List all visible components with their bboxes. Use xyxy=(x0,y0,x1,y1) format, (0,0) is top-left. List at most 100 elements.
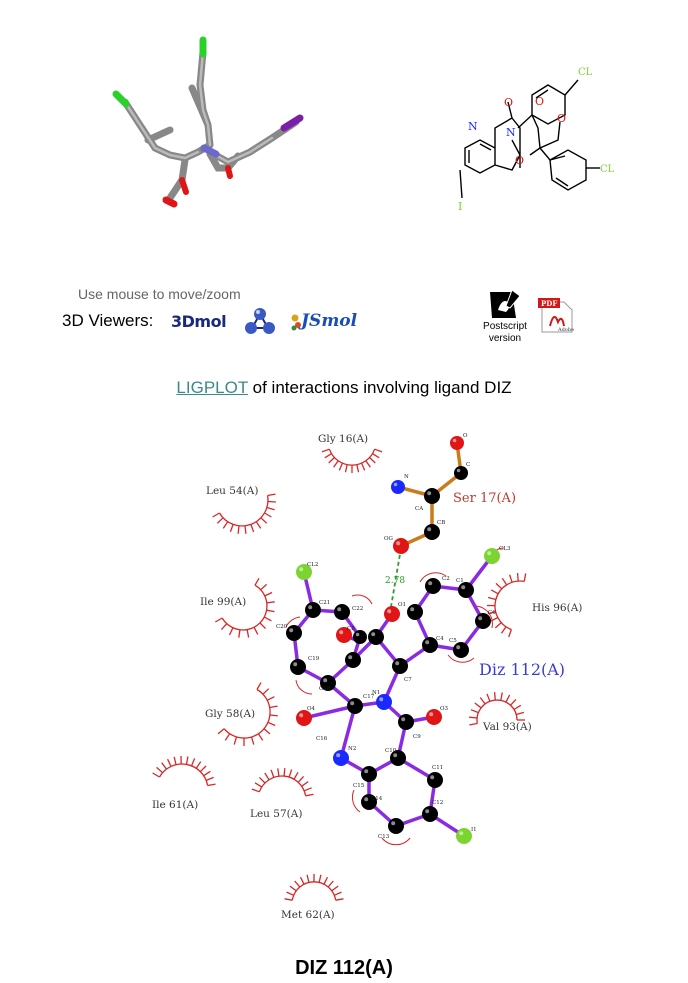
hydrophobic-spoke xyxy=(254,782,263,788)
jsmol-logo-icon xyxy=(291,314,301,331)
hydrophobic-spoke xyxy=(356,464,360,473)
postscript-label[interactable]: Postscript version xyxy=(478,321,532,345)
atom-label-o3: O3 xyxy=(440,706,449,712)
atom-label-og: OG xyxy=(384,536,393,542)
hydrophobic-spoke xyxy=(374,448,383,453)
atom-highlight-c8 xyxy=(339,630,344,635)
atom-label-c10: C10 xyxy=(385,748,397,754)
hydrophobic-spoke xyxy=(510,698,517,706)
hydrophobic-spoke xyxy=(294,880,301,888)
viewer-3dmol-link[interactable]: 3Dmol xyxy=(171,312,227,331)
atom-label-cl3: CL3 xyxy=(499,546,511,552)
hydrophobic-spoke xyxy=(303,787,312,792)
ligand-caption: DIZ 112(A) xyxy=(295,957,393,979)
hydrophobic-spoke xyxy=(474,702,482,709)
hydrophobic-spoke xyxy=(523,573,527,582)
atom-o3: O xyxy=(557,112,566,125)
atom-c22 xyxy=(334,604,350,620)
hydrophobic-spoke xyxy=(490,589,499,595)
atom-highlight-o1 xyxy=(387,609,392,614)
rasmol-viewer-icon[interactable] xyxy=(244,306,276,336)
hydrophobic-spoke xyxy=(469,722,478,726)
atom-label-c17: C17 xyxy=(363,694,375,700)
hydrophobic-spoke xyxy=(327,880,334,888)
atom-c20 xyxy=(286,625,302,641)
atom-c-ser xyxy=(454,466,468,480)
pdf-icon[interactable]: PDF Adobe xyxy=(536,296,576,336)
atom-o1 xyxy=(384,606,400,622)
atom-highlight-c12 xyxy=(425,809,430,814)
atom-label-c2: C2 xyxy=(442,576,450,582)
hydrophobic-spoke xyxy=(501,577,508,586)
hydrophobic-spoke xyxy=(344,464,348,473)
atom-label-n1: N1 xyxy=(372,690,380,696)
atom-highlight-c2 xyxy=(428,581,433,586)
hydrophobic-spoke xyxy=(306,874,310,883)
atom-label-c19: C19 xyxy=(308,656,320,662)
ligplot-title: LIGPLOT of interactions involving ligand… xyxy=(0,378,688,398)
hydrophobic-spoke xyxy=(217,728,225,735)
hydrophobic-spoke xyxy=(505,694,511,703)
atom-label-c22: C22 xyxy=(352,606,363,612)
atom-highlight-c7 xyxy=(395,661,400,666)
atom-c15 xyxy=(361,766,377,782)
label-ile61: Ile 61(A) xyxy=(152,799,198,811)
ligplot-link[interactable]: LIGPLOT xyxy=(176,378,248,397)
atom-label-c18: C18 xyxy=(319,686,331,692)
hydrophobic-spoke xyxy=(324,453,332,459)
postscript-label-line1: Postscript xyxy=(483,321,527,332)
hydrophobic-spoke xyxy=(288,769,293,778)
atom-highlight-c22 xyxy=(337,607,342,612)
viewer-jsmol-link[interactable]: JSmol xyxy=(301,311,358,331)
hydrophobic-spoke xyxy=(493,692,496,701)
postscript-label-line2: version xyxy=(488,333,522,344)
atom-iodine: I xyxy=(458,200,462,213)
hydrophobic-spoke xyxy=(283,768,286,777)
hydrophobic-spoke xyxy=(260,517,268,524)
atom-highlight-c6 xyxy=(478,616,483,621)
hydrophobic-spoke xyxy=(205,776,214,782)
hydrophobic-spoke xyxy=(297,775,305,783)
hydrophobic-spoke xyxy=(212,512,220,518)
atom-highlight-c-ser xyxy=(456,468,461,473)
viewers-label: 3D Viewers: xyxy=(62,311,154,330)
hydrophobic-spoke xyxy=(253,626,259,635)
atom-label-c16: C16 xyxy=(316,736,328,742)
ligand-label: Diz 112(A) xyxy=(479,660,565,679)
hydrophobic-spoke xyxy=(173,756,177,765)
hydrophobic-spoke xyxy=(195,761,202,769)
atom-highlight-o-ser xyxy=(452,438,457,443)
hydrophobic-arc-leu57 xyxy=(258,775,307,796)
hydrophobic-spoke xyxy=(216,517,224,524)
label-gly58: Gly 58(A) xyxy=(205,708,255,720)
contact-marks xyxy=(285,547,505,846)
hydrophobic-spoke xyxy=(331,885,339,892)
atom-label-i1: I1 xyxy=(471,827,477,833)
atom-label-c5: C5 xyxy=(449,638,457,644)
atom-highlight-cl2 xyxy=(299,567,304,572)
hydrophobic-spoke xyxy=(250,524,255,533)
label-ser17: Ser 17(A) xyxy=(453,491,516,506)
postscript-icon[interactable] xyxy=(486,288,524,322)
hydrophobic-spoke xyxy=(156,766,164,774)
hydrophobic-spoke xyxy=(229,524,234,533)
hydrophobic-spoke xyxy=(293,771,299,780)
hydrophobic-spoke xyxy=(251,788,260,793)
atom-label-c20: C20 xyxy=(276,624,288,630)
atom-c9 xyxy=(398,714,414,730)
3d-molecule-view[interactable] xyxy=(100,30,320,220)
hydrophobic-spoke xyxy=(167,758,172,767)
viewer-hint: Use mouse to move/zoom xyxy=(78,286,241,302)
ligplot-title-rest: of interactions involving ligand DIZ xyxy=(247,378,512,397)
atom-highlight-c18 xyxy=(323,678,328,683)
hydrophobic-spoke xyxy=(301,781,309,787)
atom-highlight-n2 xyxy=(336,753,341,758)
hydrophobic-spoke xyxy=(500,692,503,701)
atom-highlight-c3 xyxy=(410,607,415,612)
hydrophobic-spoke xyxy=(284,898,293,901)
hydrophobic-spoke xyxy=(228,627,234,636)
hydrophobic-spoke xyxy=(269,705,278,709)
hydrophobic-spoke xyxy=(369,457,376,464)
atom-label-c15: C15 xyxy=(353,783,365,789)
hydrophobic-spoke xyxy=(266,601,275,604)
